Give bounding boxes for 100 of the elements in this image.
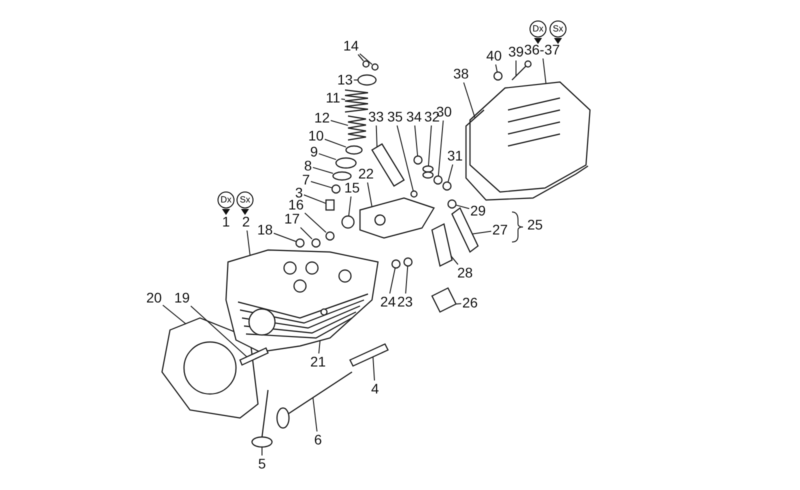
leader-line xyxy=(304,212,326,233)
leader-line xyxy=(472,230,492,234)
screw xyxy=(512,60,532,80)
washer xyxy=(311,238,321,248)
callout-number: 8 xyxy=(304,158,312,174)
callout-number: 34 xyxy=(406,110,422,124)
leader-line xyxy=(358,54,364,62)
nut xyxy=(413,155,423,165)
washer xyxy=(403,257,413,267)
callout-number: 13 xyxy=(337,72,353,88)
callout-number: 27 xyxy=(492,222,508,238)
stud xyxy=(239,347,269,366)
side-marker: Sx xyxy=(236,192,254,208)
callout-number: 31 xyxy=(447,148,463,164)
callout-number: 18 xyxy=(257,222,273,238)
leader-line xyxy=(428,125,432,166)
callout-number: 35 xyxy=(387,110,403,124)
leader-line xyxy=(372,356,375,381)
callout-number: 3 xyxy=(295,186,303,200)
callout-number: 28 xyxy=(457,266,473,280)
leader-line xyxy=(414,125,418,156)
washer xyxy=(332,171,352,181)
rocker-support xyxy=(431,223,453,267)
callout-number: 6 xyxy=(314,432,322,448)
leader-line xyxy=(448,164,454,182)
callout-number: 21 xyxy=(310,354,326,370)
callout-number: 39 xyxy=(508,44,524,60)
leader-line xyxy=(246,230,250,256)
callout-number: 14 xyxy=(343,38,359,54)
valve-collet xyxy=(362,60,370,68)
washer xyxy=(295,238,305,248)
callout-number: 15 xyxy=(344,180,360,196)
washer xyxy=(325,231,335,241)
leader-line xyxy=(318,340,320,354)
cover-gasket xyxy=(465,110,588,201)
spring xyxy=(422,165,434,179)
leader-line xyxy=(310,180,332,188)
callout-number: 16 xyxy=(288,198,304,212)
leader-line xyxy=(312,398,318,432)
nut xyxy=(447,199,457,209)
callout-number: 2 xyxy=(242,214,250,230)
leader-line xyxy=(330,120,348,126)
leader-line xyxy=(396,125,414,192)
leader-line xyxy=(438,120,444,176)
side-marker: Sx xyxy=(550,20,566,38)
callout-number: 5 xyxy=(258,456,266,472)
clip xyxy=(431,287,457,313)
valve xyxy=(276,372,352,429)
cylinder-head xyxy=(225,249,379,353)
leader-line xyxy=(300,227,312,240)
valve xyxy=(251,390,273,448)
leader-line xyxy=(348,196,352,216)
callout-number: 38 xyxy=(453,66,469,82)
side-marker: Dx xyxy=(530,20,546,38)
callout-number: 36-37 xyxy=(524,42,560,58)
callout-number: 9 xyxy=(310,144,318,160)
washer xyxy=(433,175,443,185)
ring xyxy=(331,184,341,194)
leader-line xyxy=(450,256,458,265)
valve-guide xyxy=(349,343,389,367)
washer xyxy=(493,71,503,81)
spring-retainer xyxy=(357,74,377,86)
washer xyxy=(442,181,452,191)
leader-line xyxy=(303,194,326,204)
callout-number: 23 xyxy=(397,294,413,310)
bush xyxy=(341,215,355,229)
callout-number: 22 xyxy=(358,166,374,182)
valve-spring xyxy=(344,89,369,113)
callout-number: 33 xyxy=(368,110,384,124)
leader-line xyxy=(405,266,408,294)
leader-line xyxy=(340,98,346,100)
callout-number: 17 xyxy=(284,212,300,226)
bolt xyxy=(410,190,418,198)
washer xyxy=(335,157,357,169)
leader-line xyxy=(312,166,334,174)
leader-line xyxy=(324,138,346,148)
valve-cover xyxy=(469,81,591,193)
rocker-arm xyxy=(359,197,435,239)
callout-number: 24 xyxy=(380,294,396,310)
leader-line xyxy=(542,58,546,84)
leader-line xyxy=(495,64,498,72)
leader-line xyxy=(389,268,396,294)
side-marker: Dx xyxy=(218,192,234,208)
callout-number: 1 xyxy=(222,214,230,230)
leader-line xyxy=(376,125,378,148)
callout-number: 7 xyxy=(302,172,310,188)
callout-number: 4 xyxy=(371,382,379,396)
leader-line xyxy=(463,82,476,118)
spring-seat xyxy=(345,145,363,155)
valve-collet xyxy=(371,63,379,71)
valve-seal xyxy=(325,199,335,211)
leader-line xyxy=(359,53,372,65)
leader-line xyxy=(367,182,372,208)
washer xyxy=(391,259,401,269)
leader-line xyxy=(456,204,470,210)
callout-number: 40 xyxy=(486,48,502,64)
callout-number: 10 xyxy=(308,128,324,144)
valve-spring xyxy=(347,115,367,141)
callout-number: 25 xyxy=(527,218,543,232)
leader-line xyxy=(318,153,336,160)
